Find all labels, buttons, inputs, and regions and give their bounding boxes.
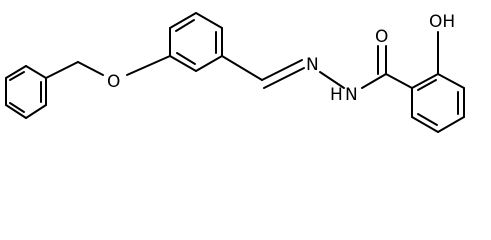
- structure-canvas: O N N H: [5, 12, 465, 133]
- imine-linkage: [221, 55, 305, 89]
- benzyl-phenyl-ring: [5, 65, 47, 119]
- benzyloxy-linker: [45, 55, 171, 79]
- chemical-structure: O N N H: [5, 12, 465, 133]
- ether-oxygen-label: O: [107, 72, 120, 92]
- imine-nitrogen-label: N: [306, 55, 319, 75]
- amide-hydrogen-label: H: [330, 85, 343, 105]
- carbonyl-group: [361, 45, 387, 89]
- amide-nitrogen-label: N: [345, 85, 358, 105]
- phenol-ring: [385, 73, 465, 133]
- hydrazide-n-n-bond: [319, 71, 345, 89]
- hydroxyl-label: OH: [429, 12, 455, 32]
- central-benzene-ring: [169, 12, 223, 72]
- carbonyl-oxygen-label: O: [375, 27, 388, 47]
